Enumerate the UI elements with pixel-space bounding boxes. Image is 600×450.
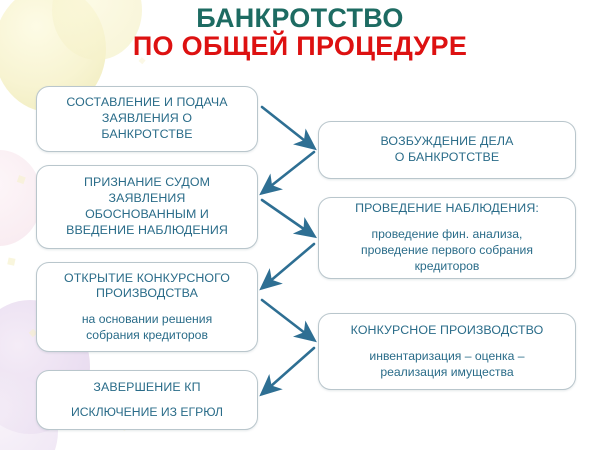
arrow-application-to-case-initiation [260, 105, 317, 151]
node-bankruptcy-open-title: ОТКРЫТИЕ КОНКУРСНОГО ПРОИЗВОДСТВА [63, 270, 231, 301]
node-court-recognition[interactable]: ПРИЗНАНИЕ СУДОМ ЗАЯВЛЕНИЯ ОБОСНОВАННЫМ И… [36, 165, 258, 249]
node-observation[interactable]: ПРОВЕДЕНИЕ НАБЛЮДЕНИЯ: проведение фин. а… [318, 197, 576, 279]
node-bankruptcy-open-subtitle: на основании решения собрания кредиторов [81, 312, 213, 343]
node-completion[interactable]: ЗАВЕРШЕНИЕ КП ИСКЛЮЧЕНИЕ ИЗ ЕГРЮЛ [36, 370, 258, 430]
node-completion-subtitle: ИСКЛЮЧЕНИЕ ИЗ ЕГРЮЛ [70, 405, 224, 420]
arrow-bankruptcy-proc-to-completion [259, 346, 316, 397]
node-observation-title: ПРОВЕДЕНИЕ НАБЛЮДЕНИЯ: [355, 201, 539, 216]
node-bankruptcy-proceeding-title: КОНКУРСНОЕ ПРОИЗВОДСТВО [350, 322, 544, 337]
node-bankruptcy-proceeding[interactable]: КОНКУРСНОЕ ПРОИЗВОДСТВО инвентаризация –… [318, 313, 576, 390]
title-line-secondary: ПО ОБЩЕЙ ПРОЦЕДУРЕ [132, 31, 468, 62]
node-case-initiation[interactable]: ВОЗБУЖДЕНИЕ ДЕЛА О БАНКРОТСТВЕ [318, 121, 576, 179]
node-observation-subtitle: проведение фин. анализа, проведение перв… [361, 227, 533, 274]
arrow-bankruptcy-open-to-bankruptcy-proc [260, 298, 317, 343]
arrow-observation-to-bankruptcy-open [259, 242, 316, 291]
node-bankruptcy-proceeding-subtitle: инвентаризация – оценка – реализация иму… [369, 348, 525, 379]
node-completion-title: ЗАВЕРШЕНИЕ КП [93, 379, 201, 394]
node-case-initiation-title: ВОЗБУЖДЕНИЕ ДЕЛА О БАНКРОТСТВЕ [380, 134, 514, 164]
node-application-title: СОСТАВЛЕНИЕ И ПОДАЧА ЗАЯВЛЕНИЯ О БАНКРОТ… [66, 95, 228, 141]
page-title: БАНКРОТСТВО ПО ОБЩЕЙ ПРОЦЕДУРЕ [0, 4, 600, 60]
node-court-recognition-title: ПРИЗНАНИЕ СУДОМ ЗАЯВЛЕНИЯ ОБОСНОВАННЫМ И… [66, 175, 228, 237]
title-line-primary: БАНКРОТСТВО [196, 3, 404, 33]
node-bankruptcy-open[interactable]: ОТКРЫТИЕ КОНКУРСНОГО ПРОИЗВОДСТВА на осн… [36, 262, 258, 352]
arrow-case-initiation-to-court-recognition [259, 150, 316, 196]
arrow-court-recognition-to-observation [260, 198, 317, 239]
node-application[interactable]: СОСТАВЛЕНИЕ И ПОДАЧА ЗАЯВЛЕНИЯ О БАНКРОТ… [36, 86, 258, 152]
